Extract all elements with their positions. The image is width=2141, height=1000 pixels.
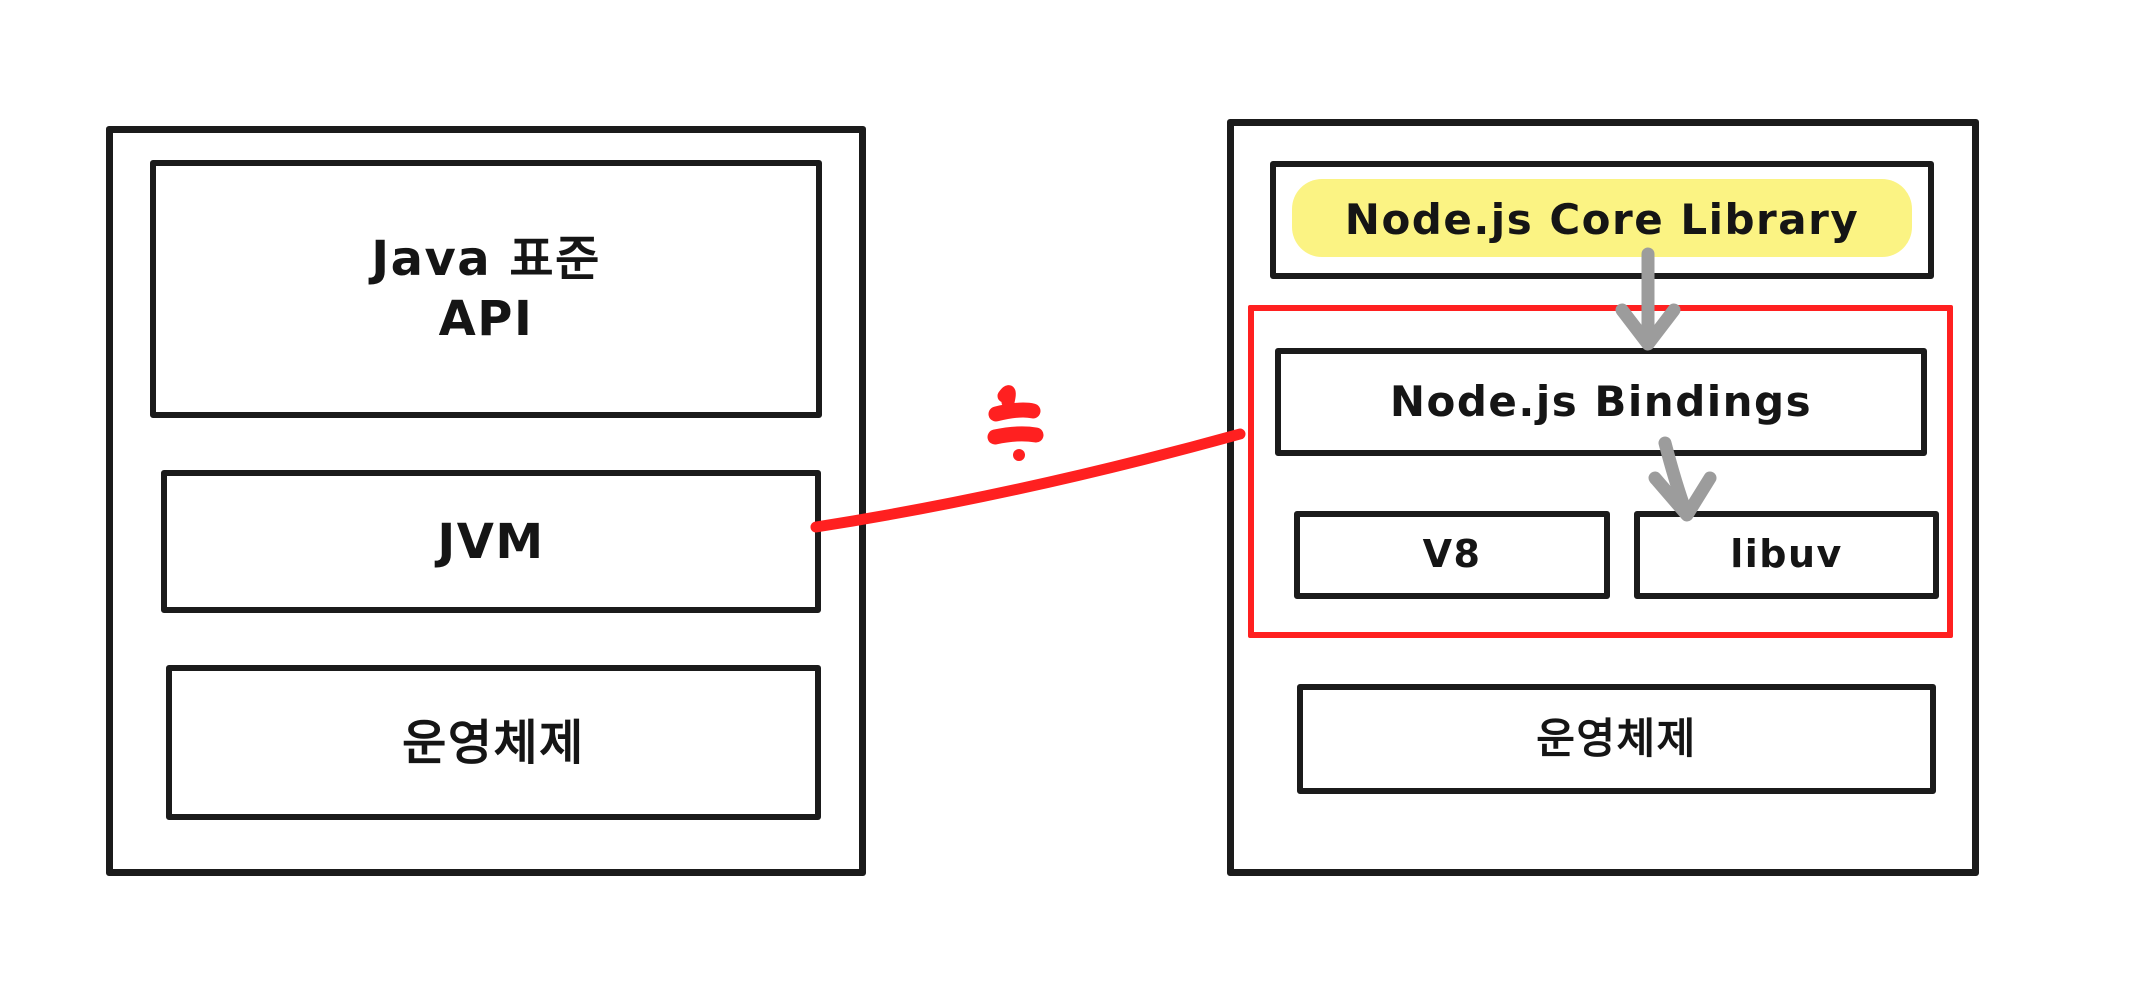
os-box-right [1297,684,1936,794]
core-library-highlight [1292,179,1912,257]
libuv-box [1634,511,1939,599]
similar-symbol-icon [987,385,1044,461]
node-core-library-box [1270,161,1934,279]
jvm-box [161,470,821,613]
node-bindings-box [1275,348,1927,456]
v8-box [1294,511,1610,599]
java-standard-api-box [150,160,822,418]
jvm-to-red-group-connector [810,428,1246,533]
os-box-left [166,665,821,820]
jvm-equivalent-group-box [1248,305,1953,638]
